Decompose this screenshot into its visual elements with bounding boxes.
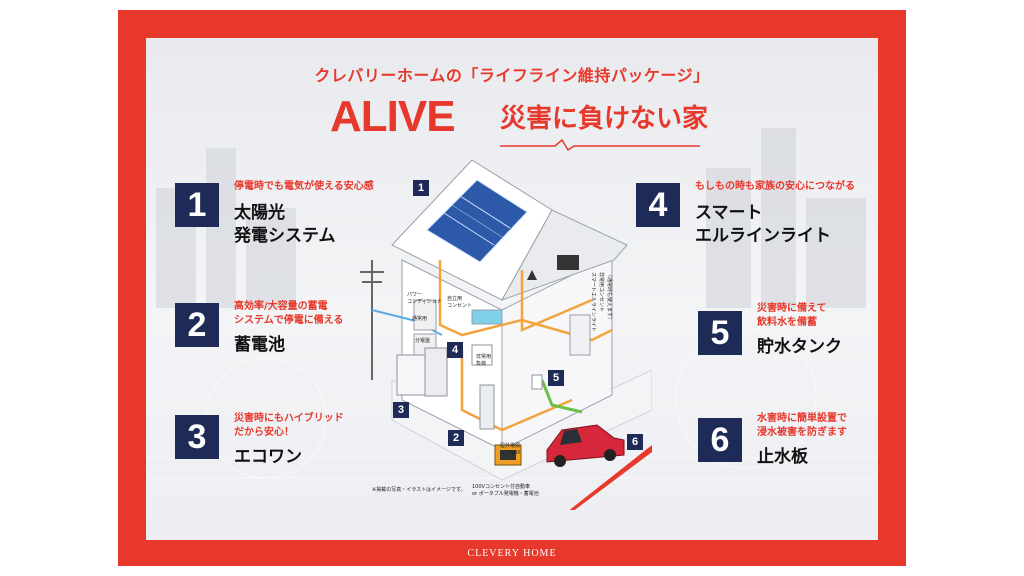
- feature-3-title: エコワン: [234, 447, 302, 467]
- feature-5-caption-line-1: 災害時に備えて: [757, 303, 827, 314]
- label-breaker: 分電盤: [415, 338, 431, 344]
- feature-2-title: 蓄電池: [234, 335, 285, 355]
- feature-6-caption-line-2: 浸水被害を防ぎます: [757, 427, 847, 438]
- brand-title: ALIVE: [330, 92, 456, 141]
- label-input-box-2: 入力BOX: [500, 450, 521, 456]
- label-outlet-1: 自立用: [447, 296, 463, 302]
- company-footer: CLEVERY HOME: [467, 548, 557, 559]
- diagram-tag-6: 6: [627, 434, 643, 450]
- feature-5-caption-line-2: 飲料水を備蓄: [757, 317, 817, 328]
- feature-5-title: 貯水タンク: [757, 337, 842, 357]
- label-outlet-2: コンセント: [447, 303, 473, 309]
- feature-2-caption-line-1: 高効率/大容量の蓄電: [234, 301, 328, 312]
- diagram-tag-3: 3: [393, 402, 409, 418]
- car-icon: [546, 424, 625, 467]
- feature-number-4: 4: [636, 183, 680, 227]
- label-smart-light-1: スマートエルラインライト: [590, 272, 596, 332]
- feature-number-5: 5: [698, 311, 742, 355]
- label-smart-light-2: 非常用コンセント: [598, 272, 604, 313]
- feature-3-caption-line-2: だから安心！: [234, 427, 294, 438]
- feature-number-6: 6: [698, 418, 742, 462]
- feature-2-caption-line-2: システムで停電に備える: [234, 315, 344, 326]
- label-normal: 通常用: [412, 316, 428, 322]
- flood-barrier-icon: [569, 445, 652, 510]
- feature-6-caption-line-1: 水害時に簡単設置で: [757, 413, 847, 424]
- background-cityscape: [146, 128, 878, 479]
- label-generator-2: or ポータブル発電機・蓄電池: [472, 491, 539, 497]
- feature-4-title-line-2: エルラインライト: [695, 226, 831, 246]
- feature-number-2: 2: [175, 303, 219, 347]
- diagram-tag-2: 2: [448, 430, 464, 446]
- tagline: 災害に負けない家: [500, 104, 709, 134]
- heartbeat-line-icon: [500, 138, 700, 152]
- diagram-tag-5: 5: [548, 370, 564, 386]
- label-input-box-1: 屋外電源: [500, 443, 521, 449]
- package-subtitle: クレバリーホームの「ライフライン維持パッケージ」: [314, 66, 710, 85]
- battery-unit-icon: [396, 347, 448, 397]
- feature-4-caption: もしもの時も家族の安心につながる: [695, 181, 855, 192]
- utility-pole-icon: [360, 260, 384, 380]
- solar-panel-icon: [426, 179, 528, 263]
- label-emergency-2: 負荷: [476, 361, 487, 367]
- feature-6-title: 止水板: [757, 447, 808, 467]
- feature-1-caption: 停電時でも電気が使える安心感: [234, 181, 374, 192]
- image-note: ※掲載の写真・イラストはイメージです。: [372, 487, 466, 493]
- label-smart-light-3: （通常時も使えます）: [606, 272, 612, 323]
- feature-number-3: 3: [175, 415, 219, 459]
- input-box-icon: [531, 374, 543, 390]
- feature-number-1: 1: [175, 183, 219, 227]
- diagram-tag-1: 1: [413, 180, 429, 196]
- generator-icon: [494, 444, 522, 466]
- feature-3-caption-line-1: 災害時にもハイブリッド: [234, 413, 344, 424]
- feature-4-title-line-1: スマート: [695, 203, 763, 223]
- diagram-tag-4: 4: [447, 342, 463, 358]
- label-generator-1: 100Vコンセント付自動車: [472, 484, 530, 490]
- label-power-conditioner-1: パワー: [407, 292, 423, 298]
- feature-1-title-line-2: 発電システム: [234, 226, 336, 246]
- label-power-conditioner-2: コンディショナ: [407, 299, 442, 305]
- label-emergency-1: 非常用: [476, 354, 492, 360]
- feature-1-title-line-1: 太陽光: [234, 203, 285, 223]
